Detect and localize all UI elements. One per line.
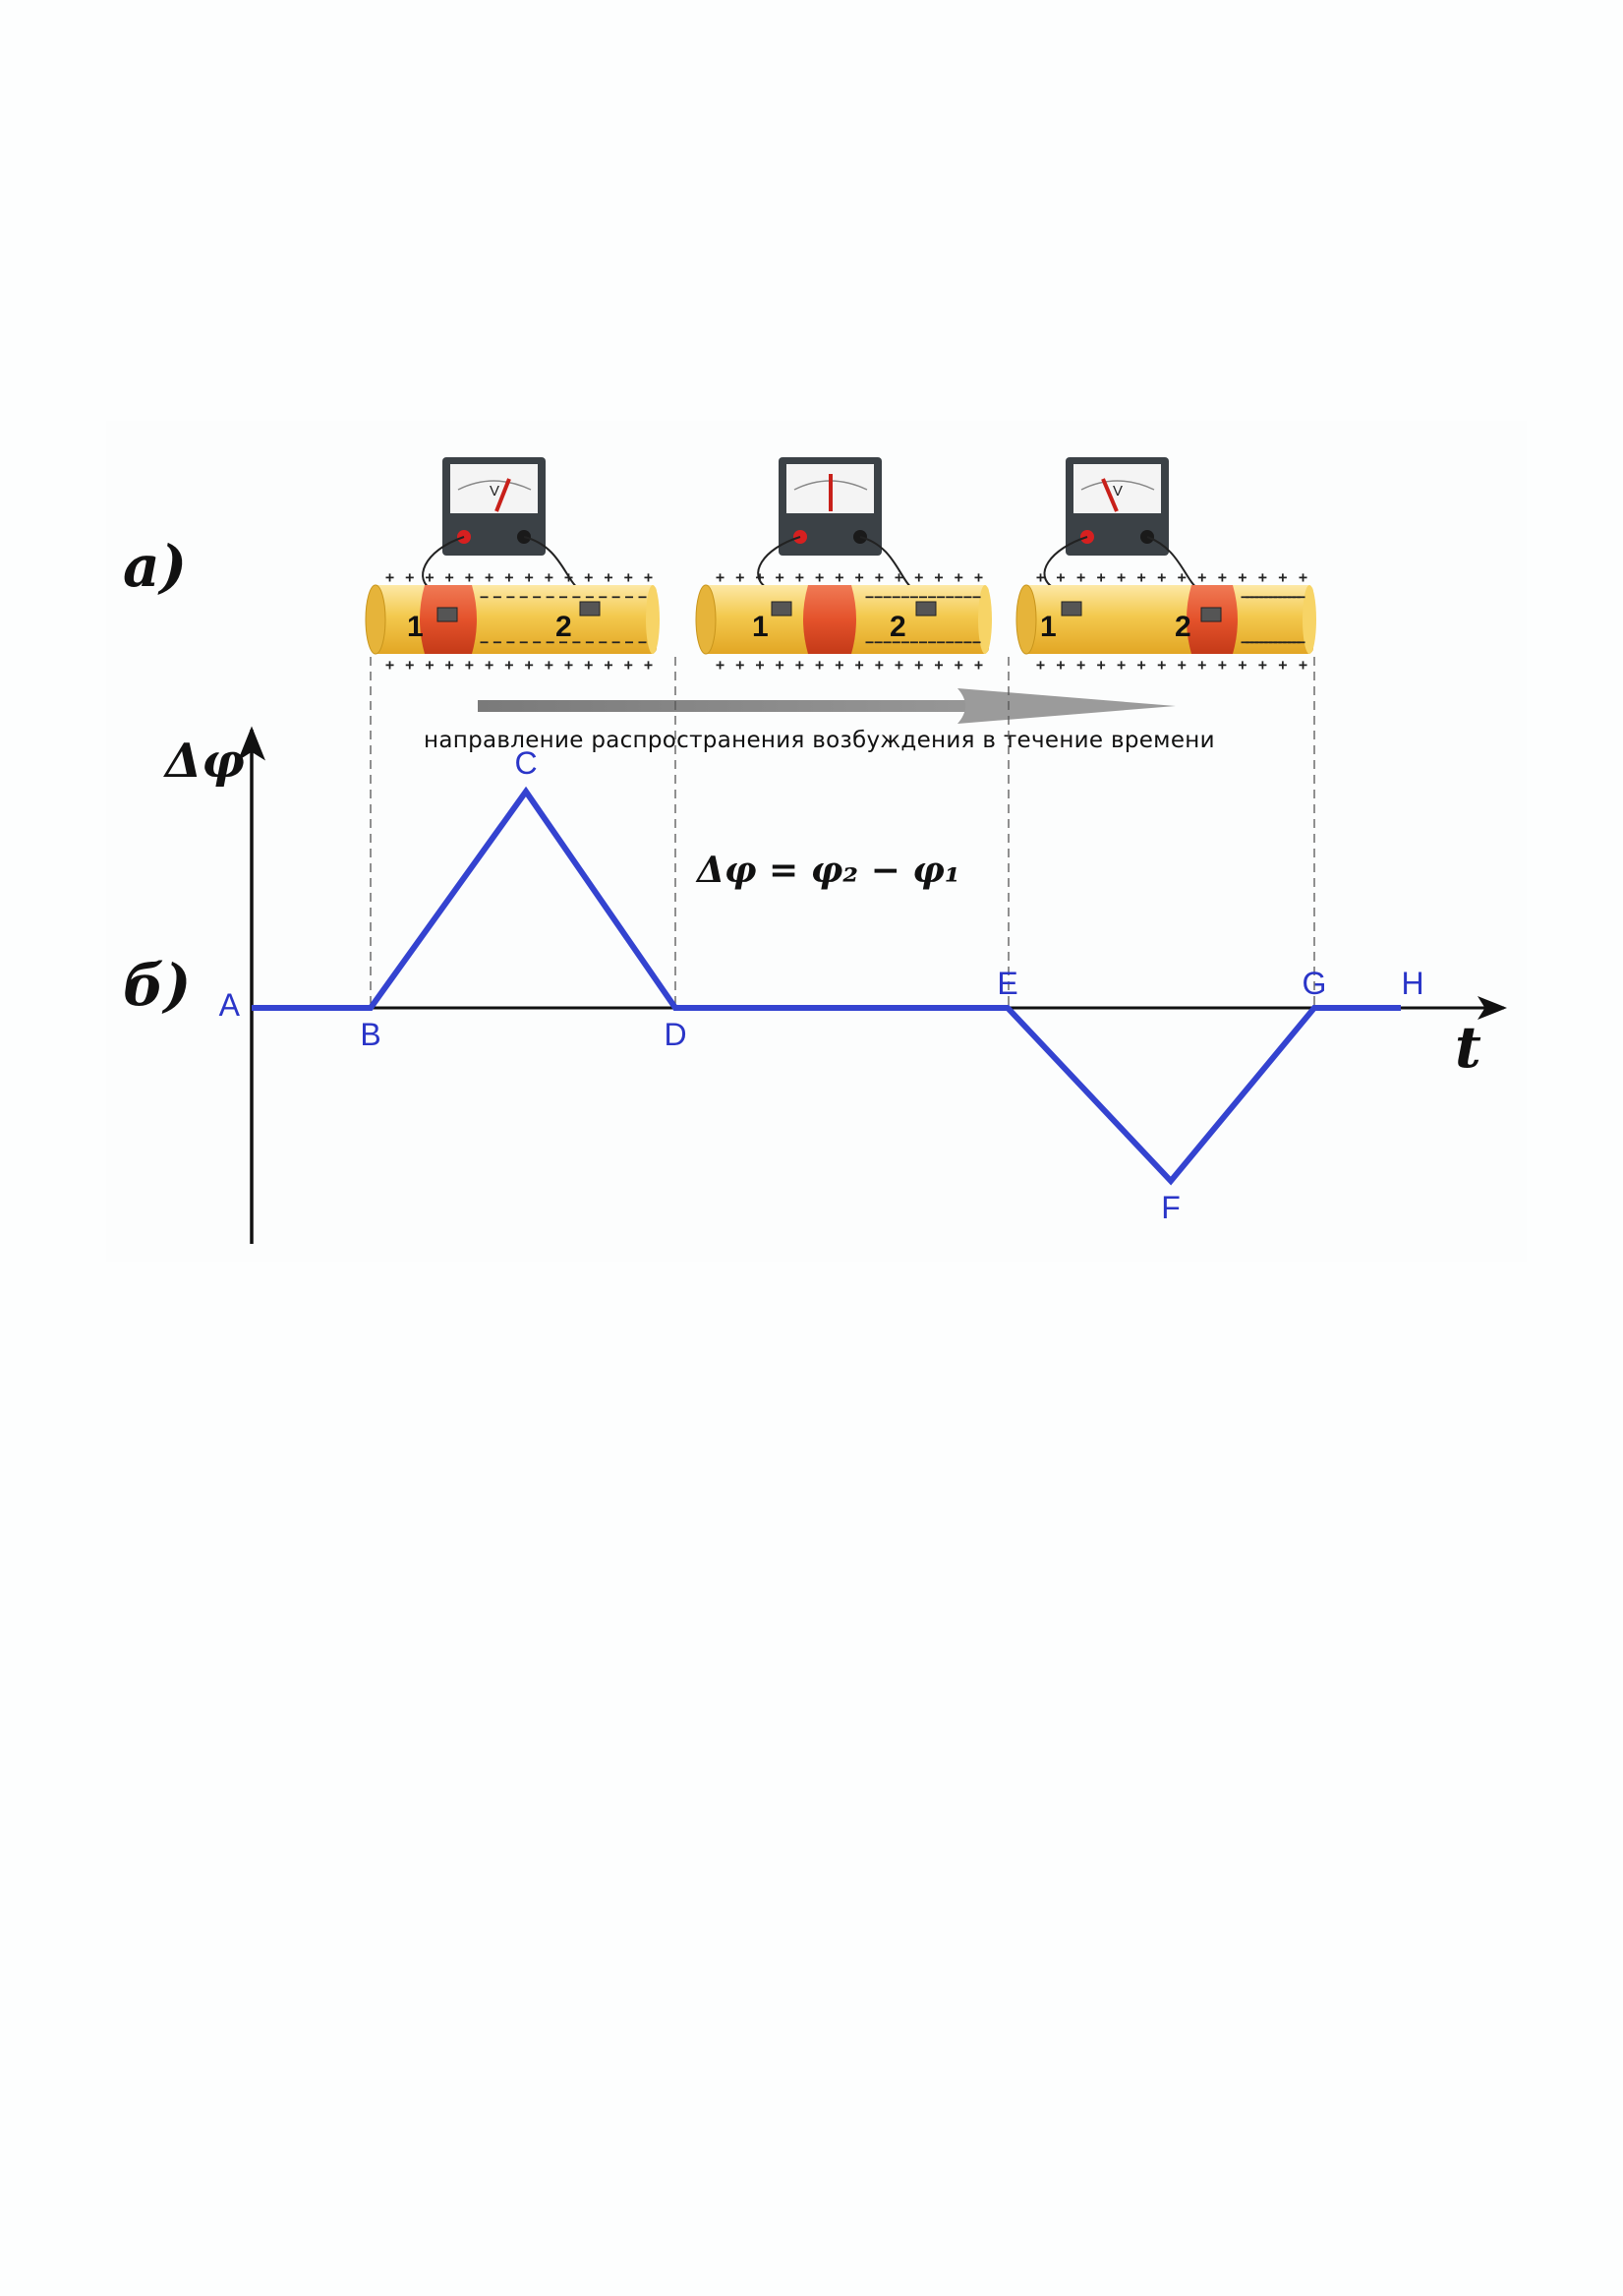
point-label-c: C xyxy=(514,745,537,781)
stage-2: 1 2 + + + + + + + + + + + + + + + + + + … xyxy=(695,457,992,674)
charges-top-stage-1: + + + + + + + + + + + + + + xyxy=(385,568,653,586)
point-label-b: B xyxy=(360,1017,380,1052)
axon-3: 1 2 + + + + + + + + + + + + + + + + + + … xyxy=(1015,568,1316,674)
panel-b-label: б) xyxy=(123,952,191,1019)
electrode-1-number-stage-3: 1 xyxy=(1040,611,1057,643)
direction-caption: направление распространения возбуждения … xyxy=(424,728,1215,753)
electrode-2-number-stage-2: 2 xyxy=(890,611,906,643)
x-axis-label: t xyxy=(1455,1014,1481,1081)
charges-inner-bottom-stage-3: − − − − − − − − − − − − − xyxy=(1241,633,1305,651)
voltmeter-3-needle xyxy=(1101,478,1119,512)
charges-bottom-stage-2: + + + + + + + + + + + + + + xyxy=(716,656,983,674)
graph-line xyxy=(252,786,1401,1186)
y-axis-label: Δφ xyxy=(163,734,245,789)
charges-inner-top-stage-1: − − − − − − − − − − − − − xyxy=(480,588,647,606)
point-label-e: E xyxy=(997,966,1017,1001)
point-label-a: A xyxy=(219,987,241,1023)
charges-inner-bottom-stage-1: − − − − − − − − − − − − − xyxy=(480,633,647,651)
point-labels: A B C D E F G H xyxy=(219,745,1424,1225)
figure-background xyxy=(106,421,1527,1262)
charges-inner-top-stage-3: − − − − − − − − − − − − − xyxy=(1241,588,1305,606)
electrode-1-number-stage-1: 1 xyxy=(407,611,424,643)
electrode-2-stage-2 xyxy=(915,601,937,617)
axon-1: 1 2 + + + + + + + + + + + + + + + + + + … xyxy=(365,568,660,674)
electrode-1-stage-3 xyxy=(1061,601,1082,617)
stage-1: V 1 2 + + + + + + + + + + + + + + + + + … xyxy=(365,457,660,674)
voltmeter-2 xyxy=(779,457,882,556)
voltmeter-3: V xyxy=(1066,457,1169,556)
stage-3: V 1 2 + + + + + + + + + + + + + + + + + … xyxy=(1015,457,1316,674)
direction-arrow xyxy=(478,688,1176,724)
point-label-g: G xyxy=(1303,966,1327,1001)
electrode-2-number-stage-3: 2 xyxy=(1175,611,1191,643)
voltmeter-1: V xyxy=(442,457,546,556)
charges-bottom-stage-3: + + + + + + + + + + + + + + xyxy=(1036,656,1307,674)
charges-bottom-stage-1: + + + + + + + + + + + + + + xyxy=(385,656,653,674)
charges-top-stage-3: + + + + + + + + + + + + + + xyxy=(1036,568,1307,586)
formula: Δφ = φ₂ − φ₁ xyxy=(695,850,960,891)
excited-region-2 xyxy=(803,585,856,654)
charges-inner-top-stage-2: − − − − − − − − − − − − − xyxy=(865,588,981,606)
point-label-f: F xyxy=(1161,1190,1181,1225)
voltmeter-1-needle xyxy=(494,478,511,512)
axon-2: 1 2 + + + + + + + + + + + + + + + + + + … xyxy=(695,568,992,674)
charges-top-stage-2: + + + + + + + + + + + + + + xyxy=(716,568,983,586)
electrode-1-stage-2 xyxy=(771,601,792,617)
electrode-2-stage-3 xyxy=(1200,607,1222,622)
electrode-2-number-stage-1: 2 xyxy=(555,611,572,643)
point-label-h: H xyxy=(1401,966,1423,1001)
panel-a-label: а) xyxy=(123,533,187,600)
electrode-2-stage-1 xyxy=(579,601,601,617)
charges-inner-bottom-stage-2: − − − − − − − − − − − − − xyxy=(865,633,981,651)
point-label-d: D xyxy=(664,1017,686,1052)
electrode-1-number-stage-2: 1 xyxy=(752,611,769,643)
voltmeter-1-letter: V xyxy=(490,483,499,500)
electrode-1-stage-1 xyxy=(436,607,458,622)
voltmeter-3-letter: V xyxy=(1113,483,1123,500)
